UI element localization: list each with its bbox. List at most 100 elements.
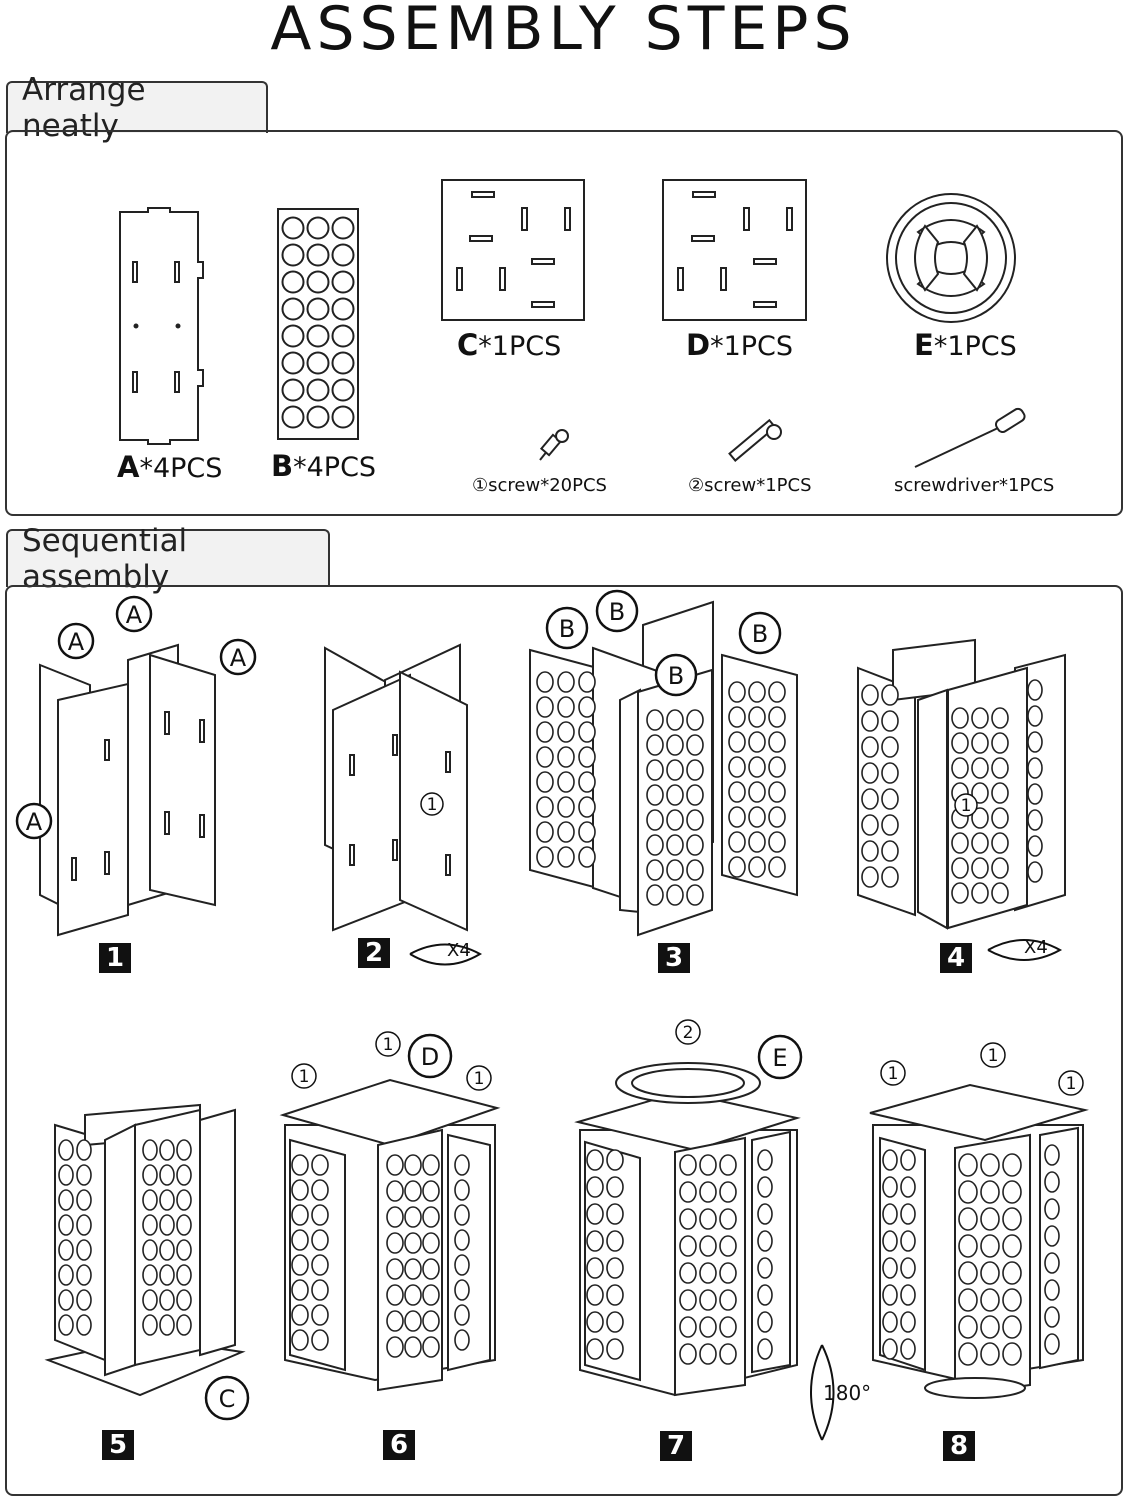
screw2-marker-7: 2 bbox=[675, 1019, 701, 1045]
hole bbox=[306, 378, 330, 402]
svg-text:C: C bbox=[219, 1385, 236, 1413]
svg-text:A: A bbox=[230, 644, 247, 672]
hole bbox=[881, 866, 899, 888]
hole bbox=[882, 1149, 898, 1171]
hole bbox=[76, 1314, 92, 1336]
hole bbox=[306, 351, 330, 375]
hole bbox=[1044, 1279, 1060, 1301]
hole bbox=[159, 1139, 175, 1161]
hole bbox=[679, 1208, 697, 1230]
hole bbox=[980, 1153, 1000, 1177]
hole bbox=[142, 1239, 158, 1261]
hole bbox=[331, 351, 355, 375]
hole bbox=[1044, 1333, 1060, 1355]
hole bbox=[679, 1343, 697, 1365]
svg-text:B: B bbox=[752, 620, 768, 648]
step-number-6: 6 bbox=[383, 1430, 415, 1460]
hole bbox=[281, 324, 305, 348]
hole bbox=[306, 324, 330, 348]
hole bbox=[666, 834, 684, 856]
hole bbox=[1044, 1171, 1060, 1193]
svg-text:1: 1 bbox=[1066, 1074, 1077, 1094]
hole bbox=[666, 784, 684, 806]
svg-text:B: B bbox=[668, 662, 684, 690]
hole bbox=[646, 809, 664, 831]
svg-text:A: A bbox=[26, 808, 43, 836]
hole bbox=[768, 731, 786, 753]
hole bbox=[728, 706, 746, 728]
hole bbox=[719, 1181, 737, 1203]
hole bbox=[757, 1176, 773, 1198]
hole bbox=[58, 1314, 74, 1336]
hole bbox=[606, 1149, 624, 1171]
hole bbox=[699, 1208, 717, 1230]
hole bbox=[980, 1342, 1000, 1366]
hole bbox=[578, 821, 596, 843]
hole bbox=[882, 1176, 898, 1198]
svg-text:A: A bbox=[68, 628, 85, 656]
hole bbox=[1002, 1315, 1022, 1339]
hole bbox=[404, 1180, 422, 1202]
hole bbox=[578, 796, 596, 818]
step-number-4: 4 bbox=[940, 943, 972, 973]
hole bbox=[1044, 1252, 1060, 1274]
part-b-label: B*4PCS bbox=[271, 449, 377, 483]
hole bbox=[991, 832, 1009, 854]
hole bbox=[900, 1149, 916, 1171]
hole bbox=[454, 1154, 470, 1176]
hole bbox=[1002, 1180, 1022, 1204]
hole bbox=[142, 1314, 158, 1336]
hole bbox=[728, 781, 746, 803]
hole bbox=[404, 1284, 422, 1306]
hole bbox=[719, 1208, 737, 1230]
hole bbox=[861, 788, 879, 810]
hole bbox=[768, 831, 786, 853]
hole bbox=[331, 324, 355, 348]
hole bbox=[666, 709, 684, 731]
hole bbox=[306, 405, 330, 429]
hole bbox=[728, 831, 746, 853]
hole bbox=[1027, 757, 1043, 779]
hole bbox=[422, 1154, 440, 1176]
hole bbox=[386, 1310, 404, 1332]
hole bbox=[686, 734, 704, 756]
hole bbox=[76, 1239, 92, 1261]
hole bbox=[281, 405, 305, 429]
hole bbox=[454, 1229, 470, 1251]
hole bbox=[728, 756, 746, 778]
hole bbox=[76, 1264, 92, 1286]
hole bbox=[881, 762, 899, 784]
hole bbox=[536, 671, 554, 693]
hole bbox=[686, 884, 704, 906]
hole bbox=[281, 270, 305, 294]
hole bbox=[176, 1314, 192, 1336]
callout-b-1: B bbox=[545, 606, 589, 650]
hole bbox=[991, 732, 1009, 754]
hole bbox=[1002, 1207, 1022, 1231]
page-title: ASSEMBLY STEPS bbox=[270, 0, 857, 64]
hole bbox=[311, 1279, 329, 1301]
long-screw-icon bbox=[728, 418, 782, 462]
hole bbox=[679, 1235, 697, 1257]
hole bbox=[679, 1262, 697, 1284]
hole bbox=[142, 1139, 158, 1161]
hole bbox=[900, 1284, 916, 1306]
hole bbox=[331, 297, 355, 321]
hole bbox=[454, 1279, 470, 1301]
hole bbox=[686, 859, 704, 881]
hole bbox=[980, 1180, 1000, 1204]
hole bbox=[861, 710, 879, 732]
hole bbox=[768, 781, 786, 803]
hole bbox=[1002, 1234, 1022, 1258]
hole bbox=[306, 243, 330, 267]
hole bbox=[58, 1189, 74, 1211]
hole bbox=[882, 1311, 898, 1333]
hole bbox=[757, 1149, 773, 1171]
hole bbox=[679, 1316, 697, 1338]
hole bbox=[958, 1261, 978, 1285]
hole bbox=[586, 1284, 604, 1306]
hole bbox=[900, 1311, 916, 1333]
hole bbox=[699, 1343, 717, 1365]
hole bbox=[882, 1338, 898, 1360]
hole bbox=[646, 709, 664, 731]
